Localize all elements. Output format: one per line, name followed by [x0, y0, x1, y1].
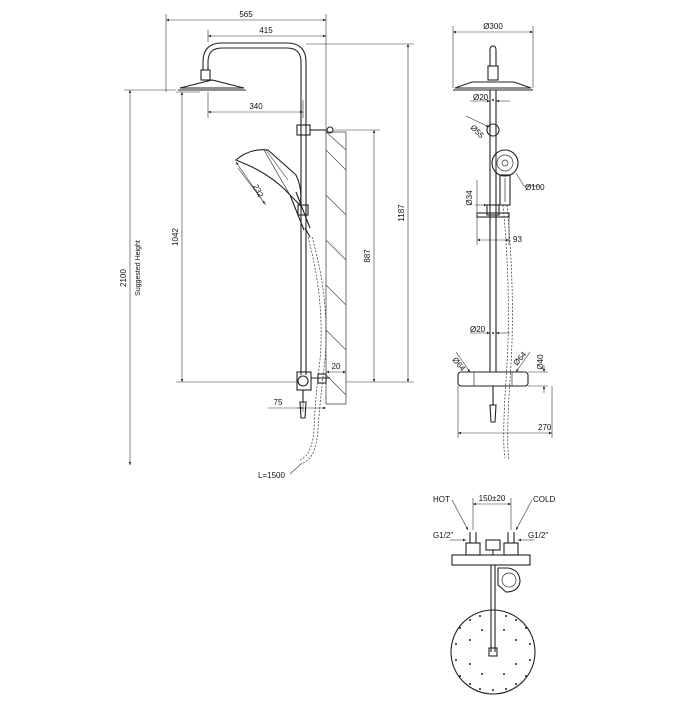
hose-length-label: L=1500 — [258, 471, 285, 480]
front-wall-bracket — [486, 123, 500, 137]
hose-length-callout: L=1500 — [258, 462, 303, 480]
center-distance-label: 150±20 — [479, 494, 506, 503]
cold-label: COLD — [533, 495, 555, 504]
dim-dia-64-left: Ø64 — [450, 351, 471, 374]
dim-dia-20-mid: Ø20 — [470, 325, 510, 335]
dim-270: 270 — [457, 386, 553, 438]
top-round-head — [450, 565, 536, 695]
top-mixer — [451, 532, 531, 566]
hot-callout: HOT — [433, 495, 469, 531]
top-view: HOT COLD 150±20 G1/2" G1/2" — [433, 494, 555, 695]
dim-270-label: 270 — [538, 423, 552, 432]
dia-40-label: Ø40 — [536, 354, 545, 370]
dim-1187-label: 1187 — [397, 204, 406, 222]
dim-340: 340 — [207, 92, 304, 118]
dim-dia-40: Ø40 — [528, 354, 548, 393]
dim-dia-55: Ø55 — [465, 115, 490, 140]
dim-887: 887 — [334, 129, 380, 383]
dim-1187: 1187 — [306, 43, 414, 383]
dim-93-label: 93 — [513, 235, 522, 244]
dia-20-top-label: Ø20 — [473, 93, 489, 102]
wall-plate — [325, 131, 347, 405]
dim-93: 93 — [476, 215, 522, 245]
dia-20-mid-label: Ø20 — [470, 325, 486, 334]
overhead-shower-head — [178, 79, 246, 91]
dim-415: 415 — [207, 26, 326, 42]
front-hose — [502, 204, 513, 461]
front-overhead-head — [453, 45, 533, 101]
thread-left-callout: G1/2" — [433, 531, 466, 542]
dim-150: 150±20 — [472, 494, 512, 530]
dia-64-left-label: Ø64 — [450, 356, 467, 374]
shower-arm — [200, 42, 307, 81]
top-hand-shower — [497, 567, 521, 593]
dim-75-label: 75 — [274, 398, 283, 407]
dim-1042-label: 1042 — [171, 228, 180, 246]
dia-55-label: Ø55 — [469, 123, 486, 140]
dim-75: 75 — [268, 398, 326, 412]
dim-565: 565 — [165, 10, 327, 132]
suggested-height-label: Suggested Height — [135, 240, 142, 296]
dim-dia-20-top: Ø20 — [470, 93, 510, 103]
dia-100-label: Ø100 — [525, 183, 545, 192]
thread-right-label: G1/2" — [528, 531, 548, 540]
dim-dia-34: Ø34 — [465, 180, 487, 215]
shower-hose — [299, 236, 327, 464]
dim-565-label: 565 — [239, 10, 253, 19]
thread-right-callout: G1/2" — [518, 531, 548, 542]
front-mixer — [457, 371, 529, 423]
dim-20: 20 — [326, 362, 346, 374]
dia-34-label: Ø34 — [465, 190, 474, 206]
hot-label: HOT — [433, 495, 450, 504]
wall-bracket — [296, 124, 311, 136]
mixer-valve — [296, 371, 330, 419]
dim-232-label: 232 — [251, 183, 265, 199]
side-view: 565 415 340 232 1042 — [119, 10, 414, 480]
dim-dia-64-right: Ø64 — [512, 349, 531, 373]
dim-2100: 2100 Suggested Height — [119, 89, 176, 465]
nozzle-dots — [455, 615, 531, 691]
dim-2100-label: 2100 — [119, 269, 128, 287]
dia-300-label: Ø300 — [483, 22, 503, 31]
front-view: Ø300 Ø20 Ø55 Ø34 Ø100 — [450, 22, 553, 461]
dim-415-label: 415 — [259, 26, 273, 35]
dim-887-label: 887 — [363, 249, 372, 263]
dim-dia-300: Ø300 — [452, 22, 534, 88]
dim-340-label: 340 — [249, 102, 263, 111]
dim-dia-100: Ø100 — [515, 172, 545, 192]
riser-pipe — [296, 62, 334, 375]
dim-20-label: 20 — [332, 362, 341, 371]
hand-shower — [234, 149, 311, 238]
cold-callout: COLD — [515, 495, 555, 531]
thread-left-label: G1/2" — [433, 531, 453, 540]
dim-1042: 1042 — [171, 91, 297, 383]
front-hand-shower — [491, 149, 519, 206]
dia-64-right-label: Ø64 — [512, 349, 529, 367]
